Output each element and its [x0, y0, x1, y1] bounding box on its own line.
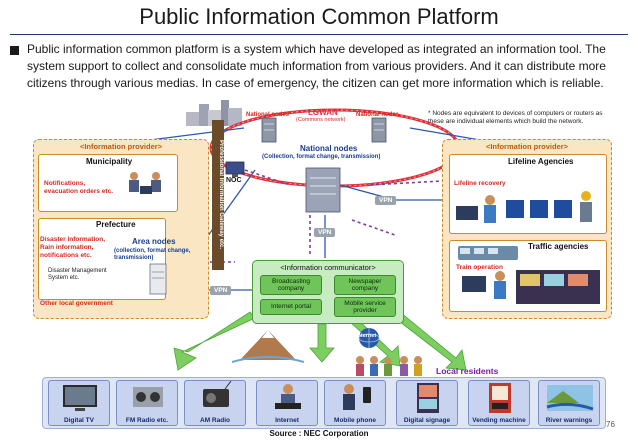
mobile-service-provider-cell: Mobile service provider [334, 297, 396, 317]
am-radio-icon [203, 380, 232, 407]
provider-right-heading: <Information provider> [485, 142, 569, 151]
disaster-management-label: Disaster Management System etc. [48, 268, 107, 281]
device-mobile-phone: Mobile phone [324, 380, 386, 426]
newspaper-company-cell: Newspaper company [334, 275, 396, 295]
vpn-left-badge: VPN [210, 286, 232, 295]
internet-portal-cell: Internet portal [260, 299, 322, 315]
area-nodes-title: Area nodes [132, 237, 176, 246]
municipality-title: Municipality [86, 157, 133, 166]
landscape-icon [231, 330, 305, 363]
municipality-info: Notifications, evacuation orders etc. [44, 180, 113, 195]
internet-label: Internet [356, 333, 377, 339]
page-number: 76 [606, 420, 615, 429]
lgwan-label: LGWAN [308, 108, 338, 117]
office-workers-icon [129, 172, 161, 194]
river-warning-icon [546, 385, 594, 411]
national-node-server-right-icon [371, 117, 387, 143]
device-label: Internet [275, 417, 299, 424]
device-label: Vending machine [472, 417, 526, 424]
national-nodes-left-label: National nodes [246, 112, 290, 118]
device-internet: Internet [256, 380, 318, 426]
intro-paragraph: Public information common platform is a … [27, 42, 606, 90]
national-node-server-left-icon [261, 117, 277, 143]
bullet-square-icon [10, 46, 19, 55]
device-label: River warnings [545, 417, 593, 424]
other-government-label: Other local government [40, 300, 113, 307]
digital-tv-icon [63, 385, 97, 411]
traffic-title: Traffic agencies [528, 242, 589, 251]
mobile-phone-icon [343, 384, 371, 410]
traffic-info: Train operation [456, 264, 503, 271]
communicator-title: <Information communicator> [280, 263, 376, 272]
device-label: Digital signage [403, 417, 451, 424]
fm-radio-icon [133, 387, 163, 407]
device-label: FM Radio etc. [125, 417, 169, 424]
provider-left-heading: <Information provider> [79, 142, 163, 151]
area-nodes-sub: (collection, format change, transmission… [114, 248, 191, 261]
vpn-center-badge: VPN [314, 228, 336, 237]
lgwan-sub-label: (Commons network) [296, 117, 346, 123]
residents-icon [356, 356, 422, 376]
node-footnote: * Nodes are equivalent to devices of com… [428, 110, 603, 125]
title-divider [10, 34, 628, 35]
device-digital-signage: Digital signage [396, 380, 458, 426]
broadcasting-company-cell: Broadcasting company [260, 275, 322, 295]
internet-user-icon [275, 384, 301, 409]
device-river-warnings: River warnings [538, 380, 600, 426]
page-title: Public Information Common Platform [139, 4, 499, 29]
prefecture-title: Prefecture [96, 220, 136, 229]
traffic-icons [458, 246, 600, 304]
national-nodes-sub-label: (Collection, format change, transmission… [262, 154, 381, 160]
national-nodes-center-label: National nodes [300, 144, 358, 153]
prefecture-box [38, 218, 166, 300]
device-label: Digital TV [64, 417, 94, 424]
device-am-radio: AM Radio [184, 380, 246, 426]
device-digital-tv: Digital TV [48, 380, 110, 426]
national-nodes-right-label: National nodes [356, 112, 400, 118]
lifeline-info: Lifeline recovery [454, 180, 506, 187]
noc-label: NOC [226, 177, 242, 184]
device-label: Mobile phone [334, 417, 376, 424]
local-residents-label: Local residents [436, 366, 499, 376]
internet-globe-icon [358, 328, 380, 348]
lifeline-title: Lifeline Agencies [508, 157, 574, 166]
vpn-right-badge: VPN [375, 196, 397, 205]
source-credit: Source : NEC Corporation [269, 429, 369, 438]
gateway-bar: Professional Information Gateway etc. [212, 120, 224, 270]
device-vending-machine: Vending machine [468, 380, 530, 426]
area-node-server-icon [149, 263, 167, 295]
lifeline-icons [456, 191, 592, 223]
vending-machine-icon [489, 383, 511, 413]
prefecture-info: Disaster information, Rain information, … [40, 236, 106, 259]
device-label: AM Radio [200, 417, 230, 424]
noc-monitor-icon [225, 161, 245, 177]
national-node-server-center-icon [305, 167, 341, 213]
digital-signage-icon [417, 383, 439, 413]
device-fm-radio: FM Radio etc. [116, 380, 178, 426]
